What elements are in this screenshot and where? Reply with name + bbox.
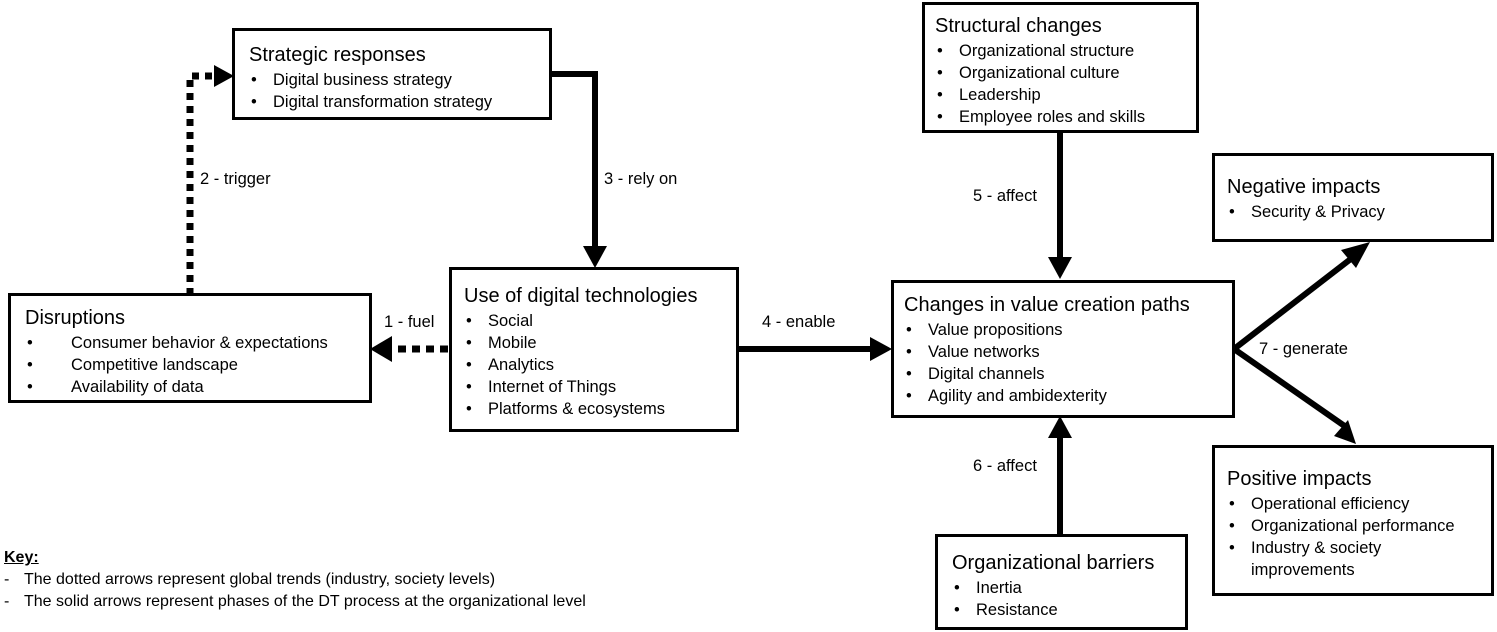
list-item: Social bbox=[464, 310, 736, 332]
strategic-responses-list: Digital business strategy Digital transf… bbox=[249, 69, 549, 113]
digital-technologies-box: Use of digital technologies Social Mobil… bbox=[449, 267, 739, 432]
key-item-dotted: -The dotted arrows represent global tren… bbox=[4, 569, 586, 591]
list-item: Platforms & ecosystems bbox=[464, 398, 736, 420]
list-item: Analytics bbox=[464, 354, 736, 376]
organizational-barriers-box: Organizational barriers Inertia Resistan… bbox=[935, 534, 1188, 630]
edge-label-generate: 7 - generate bbox=[1259, 340, 1348, 358]
list-item: Inertia bbox=[952, 577, 1185, 599]
list-item: Agility and ambidexterity bbox=[904, 385, 1232, 407]
edge-label-trigger: 2 - trigger bbox=[200, 170, 271, 188]
list-item: Resistance bbox=[952, 599, 1185, 621]
list-item: Digital channels bbox=[904, 363, 1232, 385]
affect-5-arrow bbox=[1048, 132, 1072, 279]
list-item: Operational efficiency bbox=[1227, 493, 1491, 515]
list-item: Availability of data bbox=[25, 376, 369, 398]
list-item: Organizational performance bbox=[1227, 515, 1491, 537]
key-dash: - bbox=[4, 571, 10, 588]
key-title: Key: bbox=[4, 549, 39, 566]
edge-label-affect-6: 6 - affect bbox=[973, 457, 1037, 475]
edge-label-affect-5: 5 - affect bbox=[973, 187, 1037, 205]
list-item: Digital business strategy bbox=[249, 69, 549, 91]
strategic-responses-box: Strategic responses Digital business str… bbox=[232, 28, 552, 120]
list-item: Digital transformation strategy bbox=[249, 91, 549, 113]
value-creation-box: Changes in value creation paths Value pr… bbox=[891, 280, 1235, 418]
list-item: Industry & society improvements bbox=[1227, 537, 1451, 581]
key-item-text: The dotted arrows represent global trend… bbox=[24, 571, 496, 588]
edge-label-enable: 4 - enable bbox=[762, 313, 836, 331]
positive-impacts-list: Operational efficiency Organizational pe… bbox=[1227, 493, 1491, 581]
organizational-barriers-list: Inertia Resistance bbox=[952, 577, 1185, 621]
structural-changes-box: Structural changes Organizational struct… bbox=[922, 2, 1199, 133]
digital-technologies-title: Use of digital technologies bbox=[464, 285, 698, 307]
strategic-responses-title: Strategic responses bbox=[249, 44, 426, 66]
enable-arrow bbox=[739, 337, 892, 361]
negative-impacts-list: Security & Privacy bbox=[1227, 201, 1491, 223]
disruptions-title: Disruptions bbox=[25, 307, 126, 329]
list-item: Value networks bbox=[904, 341, 1232, 363]
positive-impacts-title: Positive impacts bbox=[1227, 468, 1372, 490]
edge-label-rely-on: 3 - rely on bbox=[604, 170, 678, 188]
list-item: Value propositions bbox=[904, 319, 1232, 341]
list-item: Security & Privacy bbox=[1227, 201, 1491, 223]
list-item: Competitive landscape bbox=[25, 354, 369, 376]
value-creation-title: Changes in value creation paths bbox=[904, 294, 1190, 316]
negative-impacts-title: Negative impacts bbox=[1227, 176, 1381, 198]
affect-6-arrow bbox=[1048, 416, 1072, 535]
key-dash: - bbox=[4, 593, 10, 610]
structural-changes-list: Organizational structure Organizational … bbox=[935, 40, 1196, 128]
fuel-arrow bbox=[370, 336, 448, 362]
disruptions-box: Disruptions Consumer behavior & expectat… bbox=[8, 293, 372, 403]
diagram-key: Key: -The dotted arrows represent global… bbox=[4, 547, 586, 613]
organizational-barriers-title: Organizational barriers bbox=[952, 552, 1155, 574]
negative-impacts-box: Negative impacts Security & Privacy bbox=[1212, 153, 1494, 242]
structural-changes-title: Structural changes bbox=[935, 15, 1102, 37]
key-item-text: The solid arrows represent phases of the… bbox=[24, 593, 586, 610]
list-item: Mobile bbox=[464, 332, 736, 354]
list-item: Employee roles and skills bbox=[935, 106, 1196, 128]
rely-on-arrow bbox=[550, 71, 607, 268]
list-item: Organizational culture bbox=[935, 62, 1196, 84]
list-item: Leadership bbox=[935, 84, 1196, 106]
key-item-solid: -The solid arrows represent phases of th… bbox=[4, 591, 586, 613]
digital-technologies-list: Social Mobile Analytics Internet of Thin… bbox=[464, 310, 736, 420]
list-item: Internet of Things bbox=[464, 376, 736, 398]
disruptions-list: Consumer behavior & expectations Competi… bbox=[25, 332, 369, 398]
positive-impacts-box: Positive impacts Operational efficiency … bbox=[1212, 445, 1494, 596]
list-item: Consumer behavior & expectations bbox=[25, 332, 369, 354]
value-creation-list: Value propositions Value networks Digita… bbox=[904, 319, 1232, 407]
list-item: Organizational structure bbox=[935, 40, 1196, 62]
edge-label-fuel: 1 - fuel bbox=[384, 313, 435, 331]
